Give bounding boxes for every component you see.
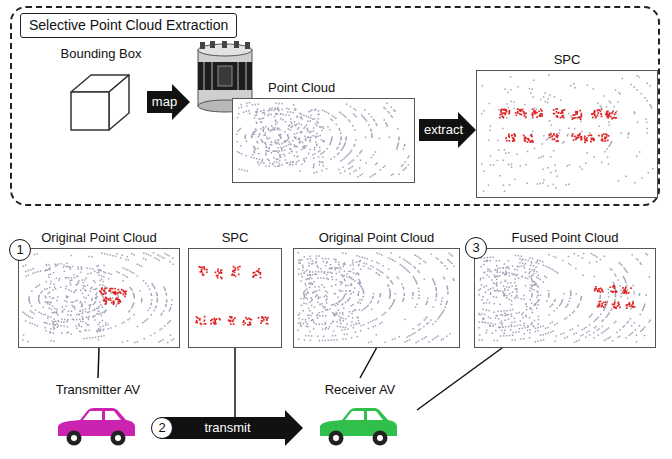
grey-points	[236, 102, 410, 178]
vehicle-label: Transmitter AV	[36, 382, 160, 398]
red-points	[594, 285, 636, 309]
spc-panel: SPC	[188, 230, 282, 348]
point-cloud-frame	[474, 248, 656, 348]
car-icon	[56, 402, 136, 447]
block-arrow	[147, 84, 190, 120]
red-points	[195, 266, 269, 326]
spc-panel: SPC	[476, 52, 658, 198]
point-cloud-image	[19, 249, 179, 347]
fused-cloud-panel: Fused Point Cloud	[474, 230, 656, 348]
vehicle-node: Receiver AV	[303, 378, 417, 450]
grey-points	[481, 75, 653, 192]
extraction-region: Selective Point Cloud Extraction Boundin…	[10, 6, 660, 206]
panel-label: Point Cloud	[190, 80, 419, 96]
panel-label: Original Point Cloud	[293, 230, 460, 246]
callout-number: 2	[151, 417, 173, 439]
car-icon	[318, 402, 398, 447]
arrow-label: transmit	[204, 420, 250, 436]
block-arrow	[160, 410, 303, 446]
point-cloud-frame	[18, 248, 180, 348]
callout-number: 1	[9, 239, 31, 261]
callout-number: 3	[465, 237, 487, 259]
point-cloud-image	[233, 99, 414, 182]
point-cloud-image	[189, 249, 281, 347]
bounding-box-item: Bounding Box	[55, 46, 147, 140]
point-cloud-image	[475, 249, 655, 347]
point-cloud-image	[477, 71, 657, 197]
grey-points	[478, 253, 651, 343]
connector-line	[417, 348, 502, 410]
feed-line	[234, 348, 236, 417]
point-cloud-frame	[232, 98, 415, 183]
panel-label: SPC	[188, 230, 282, 246]
point-cloud-panel: Original Point Cloud	[293, 230, 460, 348]
point-cloud-panel: Original Point Cloud	[18, 230, 180, 348]
vehicle-node: Transmitter AV	[36, 378, 160, 450]
panel-label: Original Point Cloud	[18, 230, 180, 246]
point-cloud-image	[294, 249, 459, 347]
point-cloud-frame	[293, 248, 460, 348]
item-label: Bounding Box	[55, 46, 147, 62]
red-points	[499, 108, 617, 143]
grey-points	[297, 252, 455, 343]
arrow-label: map	[152, 94, 177, 110]
panel-label: Fused Point Cloud	[474, 230, 656, 246]
connector-line	[360, 348, 377, 378]
point-cloud-frame	[476, 70, 658, 198]
vehicle-label: Receiver AV	[303, 382, 417, 398]
region-heading: Selective Point Cloud Extraction	[20, 13, 237, 38]
point-cloud-frame	[188, 248, 282, 348]
grey-points	[22, 252, 174, 343]
red-points	[99, 287, 127, 305]
point-cloud-panel: Point Cloud	[190, 40, 419, 183]
connector-line	[98, 348, 99, 378]
arrow-label: extract	[424, 122, 463, 138]
panel-label: SPC	[476, 52, 658, 68]
cube-icon	[63, 66, 135, 138]
block-arrow	[419, 112, 476, 148]
